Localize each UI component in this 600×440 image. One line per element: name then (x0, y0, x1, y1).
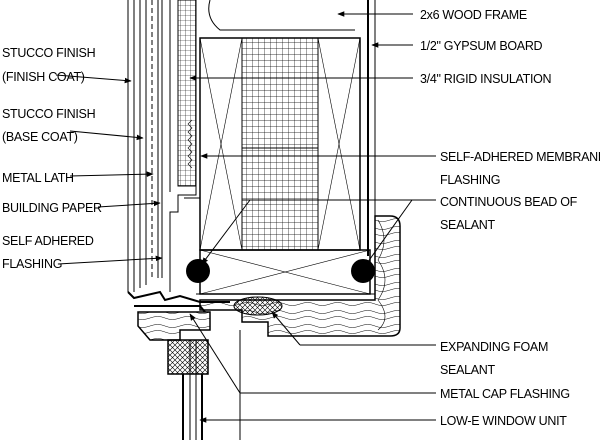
label-flashing-left: FLASHING (2, 257, 62, 271)
window-frame (127, 290, 241, 440)
label-gypsum-board: 1/2" GYPSUM BOARD (420, 39, 543, 53)
label-finish-coat: (FINISH COAT) (2, 70, 85, 84)
sealant-bead-right (351, 259, 375, 283)
label-low-e-window: LOW-E WINDOW UNIT (440, 414, 567, 428)
label-membrane-flashing: SELF-ADHERED MEMBRANE (440, 150, 600, 164)
label-expanding-foam: EXPANDING FOAM (440, 340, 548, 354)
label-membrane-flashing-2: FLASHING (440, 173, 500, 187)
label-metal-lath: METAL LATH (2, 171, 74, 185)
expanding-foam (233, 296, 283, 316)
label-self-adhered: SELF ADHERED (2, 234, 94, 248)
leaders-right (189, 11, 436, 423)
label-wood-frame: 2x6 WOOD FRAME (420, 8, 527, 22)
label-stucco-finish-2: STUCCO FINISH (2, 107, 96, 121)
sealant-bead-left (186, 259, 210, 283)
label-foam-sealant: SEALANT (440, 363, 496, 377)
leaders-left (55, 74, 163, 265)
wood-frame (199, 0, 376, 256)
label-continuous-bead: CONTINUOUS BEAD OF (440, 195, 578, 209)
frame-top-edge (208, 0, 355, 31)
wall-layers (127, 0, 201, 292)
label-stucco-finish: STUCCO FINISH (2, 46, 96, 60)
label-metal-cap-flashing: METAL CAP FLASHING (440, 387, 570, 401)
label-base-coat: (BASE COAT) (2, 130, 78, 144)
label-building-paper: BUILDING PAPER (2, 201, 102, 215)
sill-plate (196, 249, 375, 295)
labels-left: STUCCO FINISH (FINISH COAT) STUCCO FINIS… (2, 46, 102, 271)
label-sealant: SEALANT (440, 218, 496, 232)
labels-right: 2x6 WOOD FRAME 1/2" GYPSUM BOARD 3/4" RI… (420, 8, 600, 428)
label-rigid-insulation: 3/4" RIGID INSULATION (420, 72, 552, 86)
